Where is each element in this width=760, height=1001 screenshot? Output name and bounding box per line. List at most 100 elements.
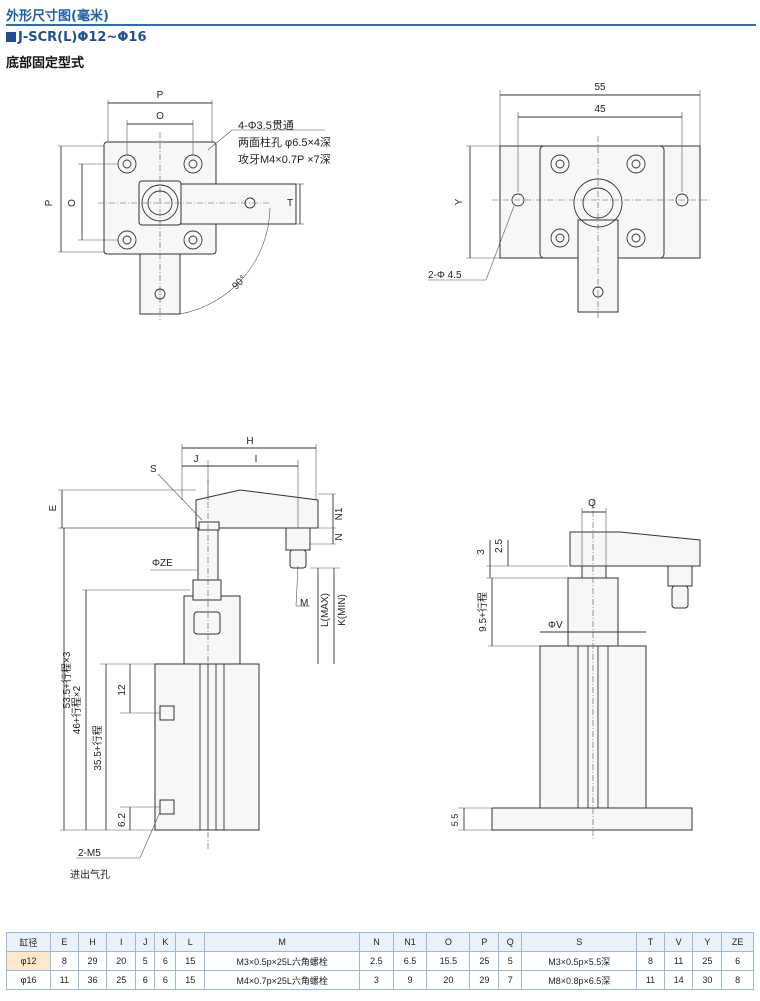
table-cell: 29 — [77, 951, 108, 971]
table-cell: 6 — [721, 951, 754, 971]
dim-h: H — [246, 436, 253, 447]
label-m: M — [300, 598, 308, 609]
table-header-cell: K — [154, 932, 177, 952]
dim-i: I — [255, 454, 258, 465]
table-header-cell: I — [106, 932, 137, 952]
table-cell: 3 — [359, 970, 394, 990]
model-label: J-SCR(L)Φ12~Φ16 — [18, 30, 147, 45]
rod-nut — [581, 565, 607, 579]
arm-bolt-head — [667, 565, 693, 587]
dim-46: 46+行程×2 — [70, 685, 83, 734]
rod-guide — [183, 595, 241, 665]
table-header-cell: P — [469, 932, 500, 952]
table-header-cell: E — [50, 932, 79, 952]
table-cell: 25 — [692, 951, 723, 971]
table-cell: M3×0.5p×25L六角螺栓 — [204, 951, 361, 971]
table-cell: 15 — [175, 951, 206, 971]
rod-collar — [193, 611, 221, 635]
dim-y: Y — [454, 198, 465, 205]
angle-label: 90° — [230, 274, 248, 292]
table-cell: 20 — [426, 970, 471, 990]
hole-note-1: 4-Φ3.5贯通 — [238, 119, 294, 132]
label-q: Q — [588, 498, 596, 509]
hole-note-3: 攻牙M4×0.7P ×7深 — [238, 152, 331, 166]
table-cell: 8 — [636, 951, 665, 971]
label-ze: ΦZE — [152, 558, 173, 569]
air-port-lower — [159, 799, 175, 815]
table-header-cell: 缸径 — [5, 932, 52, 952]
table-cell: φ16 — [5, 970, 52, 990]
square-bullet-icon — [6, 32, 16, 42]
label-l-max: L(MAX) — [320, 593, 331, 627]
dim-o-left: O — [67, 199, 78, 207]
hole-note-2: 两面柱孔 φ6.5×4深 — [238, 135, 331, 149]
table-cell: 2.5 — [359, 951, 394, 971]
table-header-cell: ZE — [721, 932, 754, 952]
table-header-row: 缸径 E H I J K L M N N1 O P Q S T V Y ZE — [5, 932, 754, 952]
table-cell: 14 — [663, 970, 694, 990]
table-cell: 36 — [77, 970, 108, 990]
label-e: E — [48, 504, 59, 511]
air-port-upper — [159, 705, 175, 721]
table-cell: M4×0.7p×25L六角螺栓 — [204, 970, 361, 990]
side-elevation-view: Q 3 2.5 9.5+行程 ΦV 5.5 — [450, 498, 701, 840]
mount-type-title: 底部固定型式 — [6, 56, 85, 71]
table-header-cell: O — [426, 932, 471, 952]
table-row: φ16 11 36 25 6 6 15 M4×0.7p×25L六角螺栓 3 9 … — [5, 970, 754, 990]
page-header: 外形尺寸图(毫米) — [0, 0, 760, 26]
dim-45: 45 — [594, 104, 606, 115]
table-cell: 5 — [135, 951, 156, 971]
table-cell: φ12 — [5, 951, 52, 971]
table-cell: 8 — [50, 951, 79, 971]
table-cell: 5 — [498, 951, 523, 971]
table-cell: 7 — [498, 970, 523, 990]
table-cell: 15 — [175, 970, 206, 990]
table-cell: 8 — [721, 970, 754, 990]
table-cell: 11 — [663, 951, 694, 971]
table-cell: M8×0.8p×6.5深 — [521, 970, 638, 990]
table-header-cell: J — [135, 932, 156, 952]
header-divider — [6, 24, 756, 26]
table-cell: 25 — [469, 951, 500, 971]
top-right-plan-view: 55 45 Y 2-Φ 4.5 — [428, 82, 710, 318]
page-title: 外形尺寸图(毫米) — [6, 9, 109, 24]
dim-p-top: P — [157, 90, 164, 101]
rod-nut — [192, 579, 222, 601]
table-header-cell: S — [521, 932, 638, 952]
table-cell: M3×0.5p×5.5深 — [521, 951, 638, 971]
dim-j: J — [194, 454, 199, 465]
table-cell: 6.5 — [392, 951, 428, 971]
label-v: ΦV — [548, 620, 563, 631]
label-n1: N1 — [334, 507, 345, 520]
base-flange — [491, 807, 693, 831]
dim-55: 55 — [594, 82, 606, 93]
table-cell: 30 — [692, 970, 723, 990]
clamp-arm — [569, 531, 701, 567]
table-cell: 11 — [636, 970, 665, 990]
table-row: φ12 8 29 20 5 6 15 M3×0.5p×25L六角螺栓 2.5 6… — [5, 951, 754, 971]
dim-12: 12 — [117, 684, 128, 696]
technical-drawing: P O P O T 90° 4-Φ3.5贯通 两面柱孔 φ6.5×4深 攻牙M4… — [44, 82, 710, 881]
table-cell: 20 — [106, 951, 137, 971]
label-k-min: K(MIN) — [337, 594, 348, 626]
hole-note: 2-Φ 4.5 — [428, 270, 462, 281]
arm-clamp-screw — [198, 521, 220, 531]
table-cell: 11 — [50, 970, 79, 990]
dim-5-5: 5.5 — [450, 814, 460, 827]
dim-o-top: O — [156, 111, 164, 122]
table-cell: 29 — [469, 970, 500, 990]
label-s: S — [150, 464, 157, 475]
dim-p-left: P — [44, 199, 55, 206]
dim-3: 3 — [476, 549, 487, 555]
arm-bolt-head — [285, 527, 311, 551]
clamp-arm-right — [161, 183, 297, 225]
dim-2-5: 2.5 — [494, 539, 505, 553]
table-cell: 9 — [392, 970, 428, 990]
rotation-arc — [179, 207, 271, 315]
table-header-cell: N1 — [392, 932, 428, 952]
table-header-cell: N — [359, 932, 394, 952]
table-header-cell: T — [636, 932, 665, 952]
table-cell: 25 — [106, 970, 137, 990]
port-note: 2-M5 — [78, 848, 101, 859]
table-header-cell: Y — [692, 932, 723, 952]
